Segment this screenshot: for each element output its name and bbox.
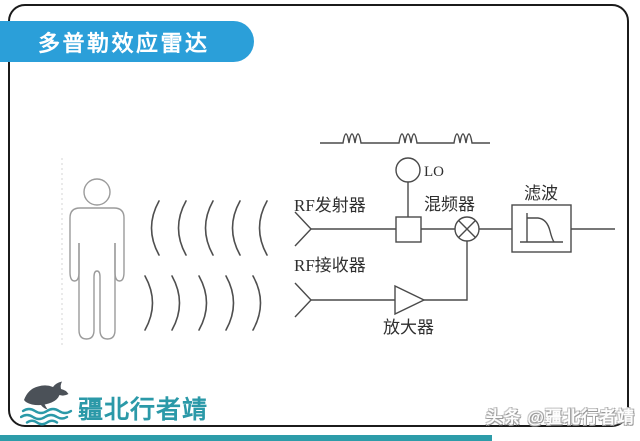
wave-arc bbox=[144, 275, 154, 331]
person-head bbox=[83, 178, 111, 206]
filter-box-icon bbox=[511, 204, 572, 253]
whale-body bbox=[24, 381, 69, 406]
person-left-arm bbox=[69, 243, 80, 282]
coupler-box bbox=[395, 216, 422, 243]
filter-label: 滤波 bbox=[524, 184, 558, 203]
page-title: 多普勒效应雷达 bbox=[38, 30, 210, 56]
card-border bbox=[8, 4, 629, 427]
mixer-label: 混频器 bbox=[424, 195, 475, 214]
wave-arc bbox=[171, 275, 181, 331]
logo-waves bbox=[20, 407, 73, 426]
wave-arc bbox=[177, 200, 187, 256]
filter-curve bbox=[527, 217, 555, 243]
rf-transmitter-label: RF发射器 bbox=[294, 196, 366, 215]
rx-antenna-icon bbox=[294, 282, 312, 318]
circuit-lines bbox=[311, 182, 615, 301]
wave-arc bbox=[252, 275, 262, 331]
mixer-icon bbox=[454, 216, 480, 242]
watermark-text: 头条 @疆北行者靖 bbox=[485, 408, 635, 427]
tx-antenna-icon bbox=[294, 211, 312, 247]
title-banner: 多普勒效应雷达 bbox=[0, 21, 254, 62]
person-figure bbox=[69, 178, 125, 340]
lo-oscillator-icon bbox=[395, 157, 421, 183]
bottom-teal-strip bbox=[0, 435, 492, 441]
wave-arc bbox=[150, 200, 160, 256]
logo-text: 疆北行者靖 bbox=[78, 396, 209, 424]
wave-arc bbox=[204, 200, 214, 256]
wave-arc bbox=[258, 200, 268, 256]
lo-label: LO bbox=[424, 164, 444, 180]
wave-arc bbox=[231, 200, 241, 256]
person-legs bbox=[78, 243, 116, 340]
filter-axes bbox=[520, 213, 563, 243]
person-torso bbox=[69, 207, 125, 272]
wave-arcs-outgoing bbox=[144, 275, 262, 331]
person-right-arm bbox=[114, 243, 125, 282]
whale-fin bbox=[40, 402, 48, 410]
wave-arc bbox=[198, 275, 208, 331]
amplifier-label: 放大器 bbox=[383, 318, 434, 337]
wave-arcs-incoming bbox=[150, 200, 268, 256]
amplifier-icon bbox=[394, 284, 426, 316]
amp-to-mixer-line bbox=[424, 241, 468, 301]
pulse-waveform bbox=[320, 133, 490, 144]
whale-icon bbox=[20, 381, 73, 426]
rf-receiver-label: RF接收器 bbox=[294, 256, 366, 275]
wave-arc bbox=[225, 275, 235, 331]
